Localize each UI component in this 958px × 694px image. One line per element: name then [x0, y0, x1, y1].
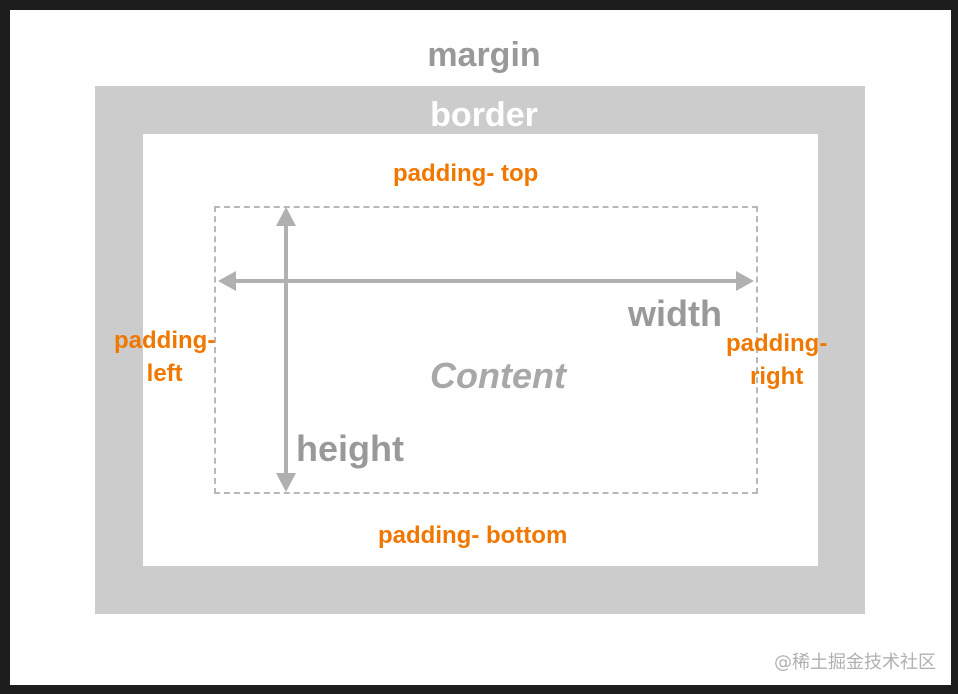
- padding-left-label: padding- left: [114, 324, 215, 390]
- margin-label: margin: [427, 36, 541, 74]
- content-label: Content: [430, 355, 566, 396]
- content-box: [214, 206, 758, 494]
- padding-right-line2: right: [749, 363, 804, 390]
- height-arrow: [276, 207, 296, 492]
- padding-left-line1: padding-: [114, 327, 216, 354]
- height-label: height: [296, 428, 404, 469]
- border-label: border: [430, 96, 538, 134]
- padding-left-line2: left: [146, 360, 183, 387]
- width-label: width: [628, 293, 722, 334]
- padding-bottom-label: padding- bottom: [378, 522, 568, 549]
- padding-right-line1: padding-: [726, 330, 828, 357]
- watermark: @稀土掘金技术社区: [774, 652, 936, 673]
- width-arrow: [218, 271, 754, 291]
- padding-right-label: padding- right: [726, 327, 827, 393]
- padding-top-label: padding- top: [393, 160, 539, 187]
